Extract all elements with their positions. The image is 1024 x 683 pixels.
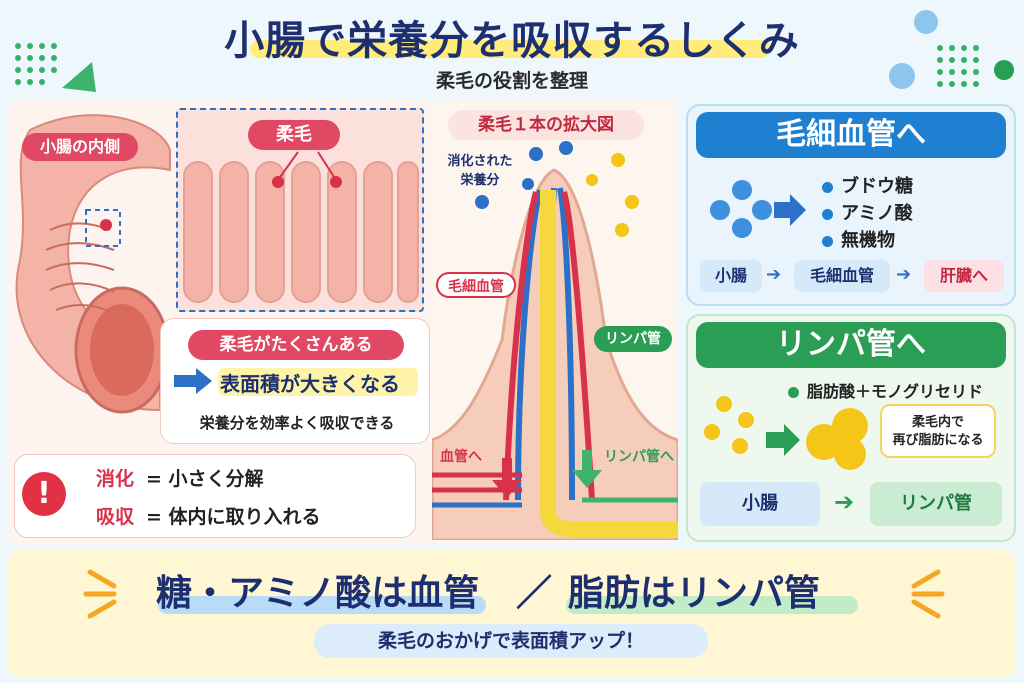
fat-reform-bubble: 柔毛内で 再び脂肪になる [880, 404, 996, 458]
summary-left: 糖・アミノ酸は血管 [156, 573, 480, 614]
lymph-item: 脂肪酸＋モノグリセリド [788, 378, 983, 402]
warning-icon: ! [22, 472, 66, 516]
bullet-dot [822, 235, 833, 247]
summary-slash: ／ [516, 573, 553, 614]
title-highlight [250, 40, 770, 58]
flow-step-liver: 肝臓へ [924, 260, 1004, 292]
flow-step-lymph: リンパ管 [870, 482, 1002, 526]
capillary-callout: 毛細血管 [436, 272, 516, 298]
flow-arrow-icon: ➔ [766, 264, 782, 285]
digestion-term: 消化 [96, 468, 135, 490]
circle-decor [914, 10, 938, 34]
circle-decor [889, 63, 915, 89]
capillary-item: アミノ酸 [822, 199, 913, 225]
glucose-molecules-illustration [710, 180, 806, 238]
intestine-illustration [15, 114, 171, 414]
definition-card [14, 454, 416, 538]
to-blood-label: 血管へ [440, 449, 482, 465]
bullet-dot [788, 387, 799, 398]
dot-pattern-right [937, 45, 979, 87]
flow-step-small-intestine: 小腸 [700, 260, 762, 292]
surface-area-text: 表面積が大きくなる [220, 372, 400, 396]
arrow-right-icon [174, 368, 212, 394]
absorption-term: 吸収 [96, 506, 135, 528]
down-arrow-icon [492, 458, 522, 498]
sparkle-icon [911, 569, 945, 619]
nutrients-label: 消化された 栄養分 [447, 154, 513, 188]
summary-right: 脂肪はリンパ管 [568, 573, 821, 614]
lymph-header: リンパ管へ [696, 322, 1006, 368]
intestine-label: 小腸の内側 [22, 133, 138, 161]
villus-diagram-title: 柔毛１本の拡大図 [448, 110, 644, 140]
triangle-decor [62, 62, 96, 92]
summary-right-highlight [566, 596, 858, 614]
flow-step-small-intestine: 小腸 [700, 482, 820, 526]
surface-highlight [218, 368, 418, 396]
efficiency-text: 栄養分を効率よく吸収できる [199, 414, 395, 432]
page-title: 小腸で栄養分を吸収するしくみ [224, 18, 800, 64]
capillary-item: 無機物 [822, 226, 895, 252]
capillary-header: 毛細血管へ [696, 112, 1006, 158]
flow-step-capillary: 毛細血管 [794, 260, 890, 292]
dot-pattern-left [15, 43, 57, 85]
flow-arrow-icon: ➔ [834, 488, 855, 516]
capillary-item: ブドウ糖 [822, 172, 913, 198]
sparkle-icon [83, 569, 117, 619]
bullet-dot [822, 208, 833, 220]
fat-molecules-illustration [704, 396, 868, 470]
lymph-callout: リンパ管 [594, 326, 672, 352]
digestion-definition: = 小さく分解 [146, 468, 264, 490]
villi-illustration [183, 151, 419, 303]
page-subtitle: 柔毛の役割を整理 [435, 70, 588, 92]
villus-illustration [432, 141, 678, 540]
villi-label: 柔毛 [248, 120, 340, 150]
down-arrow-icon [572, 450, 602, 488]
to-lymph-label: リンパ管へ [604, 449, 674, 465]
flow-arrow-icon: ➔ [896, 264, 912, 285]
summary-left-highlight [158, 596, 486, 614]
many-villi-label: 柔毛がたくさんある [188, 330, 404, 360]
bullet-dot [822, 181, 833, 193]
circle-decor [994, 60, 1014, 80]
summary-footer: 柔毛のおかげで表面積アップ！ [314, 624, 708, 658]
absorption-definition: = 体内に取り入れる [146, 506, 321, 528]
